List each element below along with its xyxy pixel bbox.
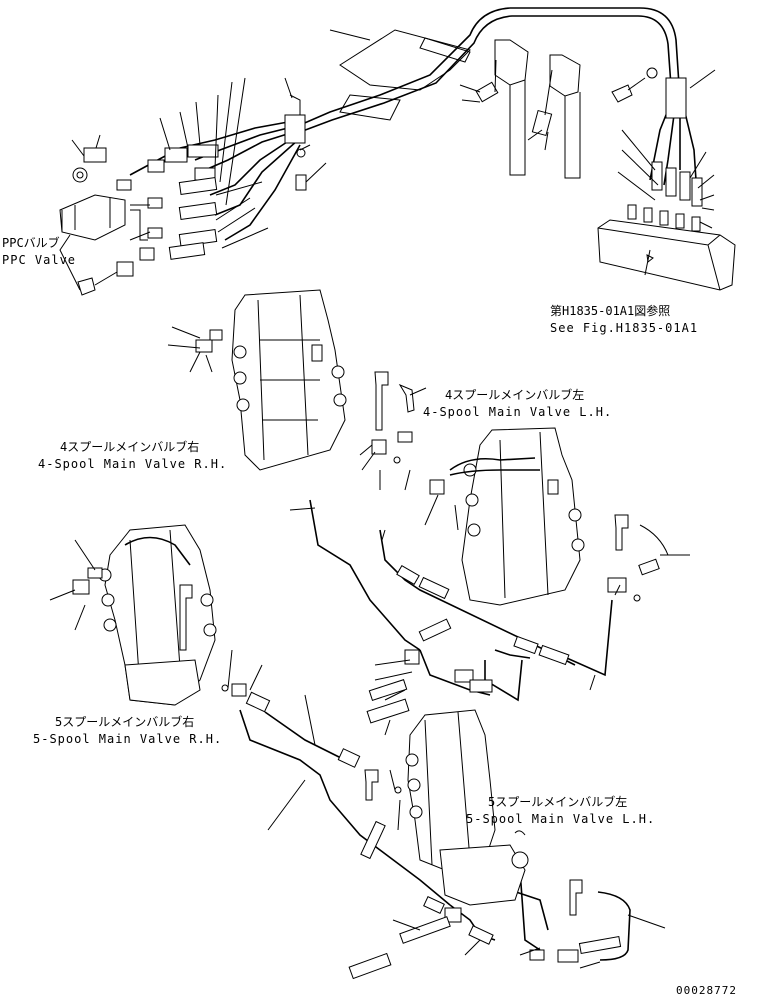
harness-clamp	[284, 114, 306, 144]
pipe-lines-lower	[239, 709, 549, 980]
spool5-rh-label-en: 5-Spool Main Valve R.H.	[33, 732, 223, 746]
drawing-number: 00028772	[676, 984, 737, 997]
hose-clamp-sleeve	[665, 77, 687, 119]
spool5-lh-label-en: 5-Spool Main Valve L.H.	[466, 812, 656, 826]
spool4-lh-label-en: 4-Spool Main Valve L.H.	[423, 405, 613, 419]
ppc-valve-label-jp: PPCバルブ	[2, 236, 60, 250]
ppc-valve	[59, 144, 219, 296]
spool4-lh-label-jp: 4スプールメインバルブ左	[445, 388, 585, 402]
fig-reference-label-en: See Fig.H1835-01A1	[550, 321, 699, 335]
spool5-lh-label-jp: 5スプールメインバルブ左	[488, 795, 628, 809]
ppc-valve-label-en: PPC Valve	[2, 253, 77, 267]
spool5-rh-label-jp: 5スプールメインバルブ右	[55, 715, 195, 729]
leader-lines	[49, 29, 716, 969]
spool4-rh-valve	[195, 289, 415, 471]
pressure-switch-brackets	[475, 39, 581, 179]
top-hose-harness	[129, 7, 697, 241]
spool5-rh-valve	[72, 524, 271, 713]
mounting-plate-lower	[339, 94, 401, 121]
junction-block	[597, 67, 736, 291]
spool4-lh-valve	[429, 427, 669, 606]
fig-reference-label-jp: 第H1835-01A1図参照	[550, 304, 671, 318]
spool5-lh-valve	[405, 709, 631, 963]
spool4-rh-label-jp: 4スプールメインバルブ右	[60, 440, 200, 454]
spool4-rh-label-en: 4-Spool Main Valve R.H.	[38, 457, 228, 471]
mounting-plate	[339, 29, 471, 91]
